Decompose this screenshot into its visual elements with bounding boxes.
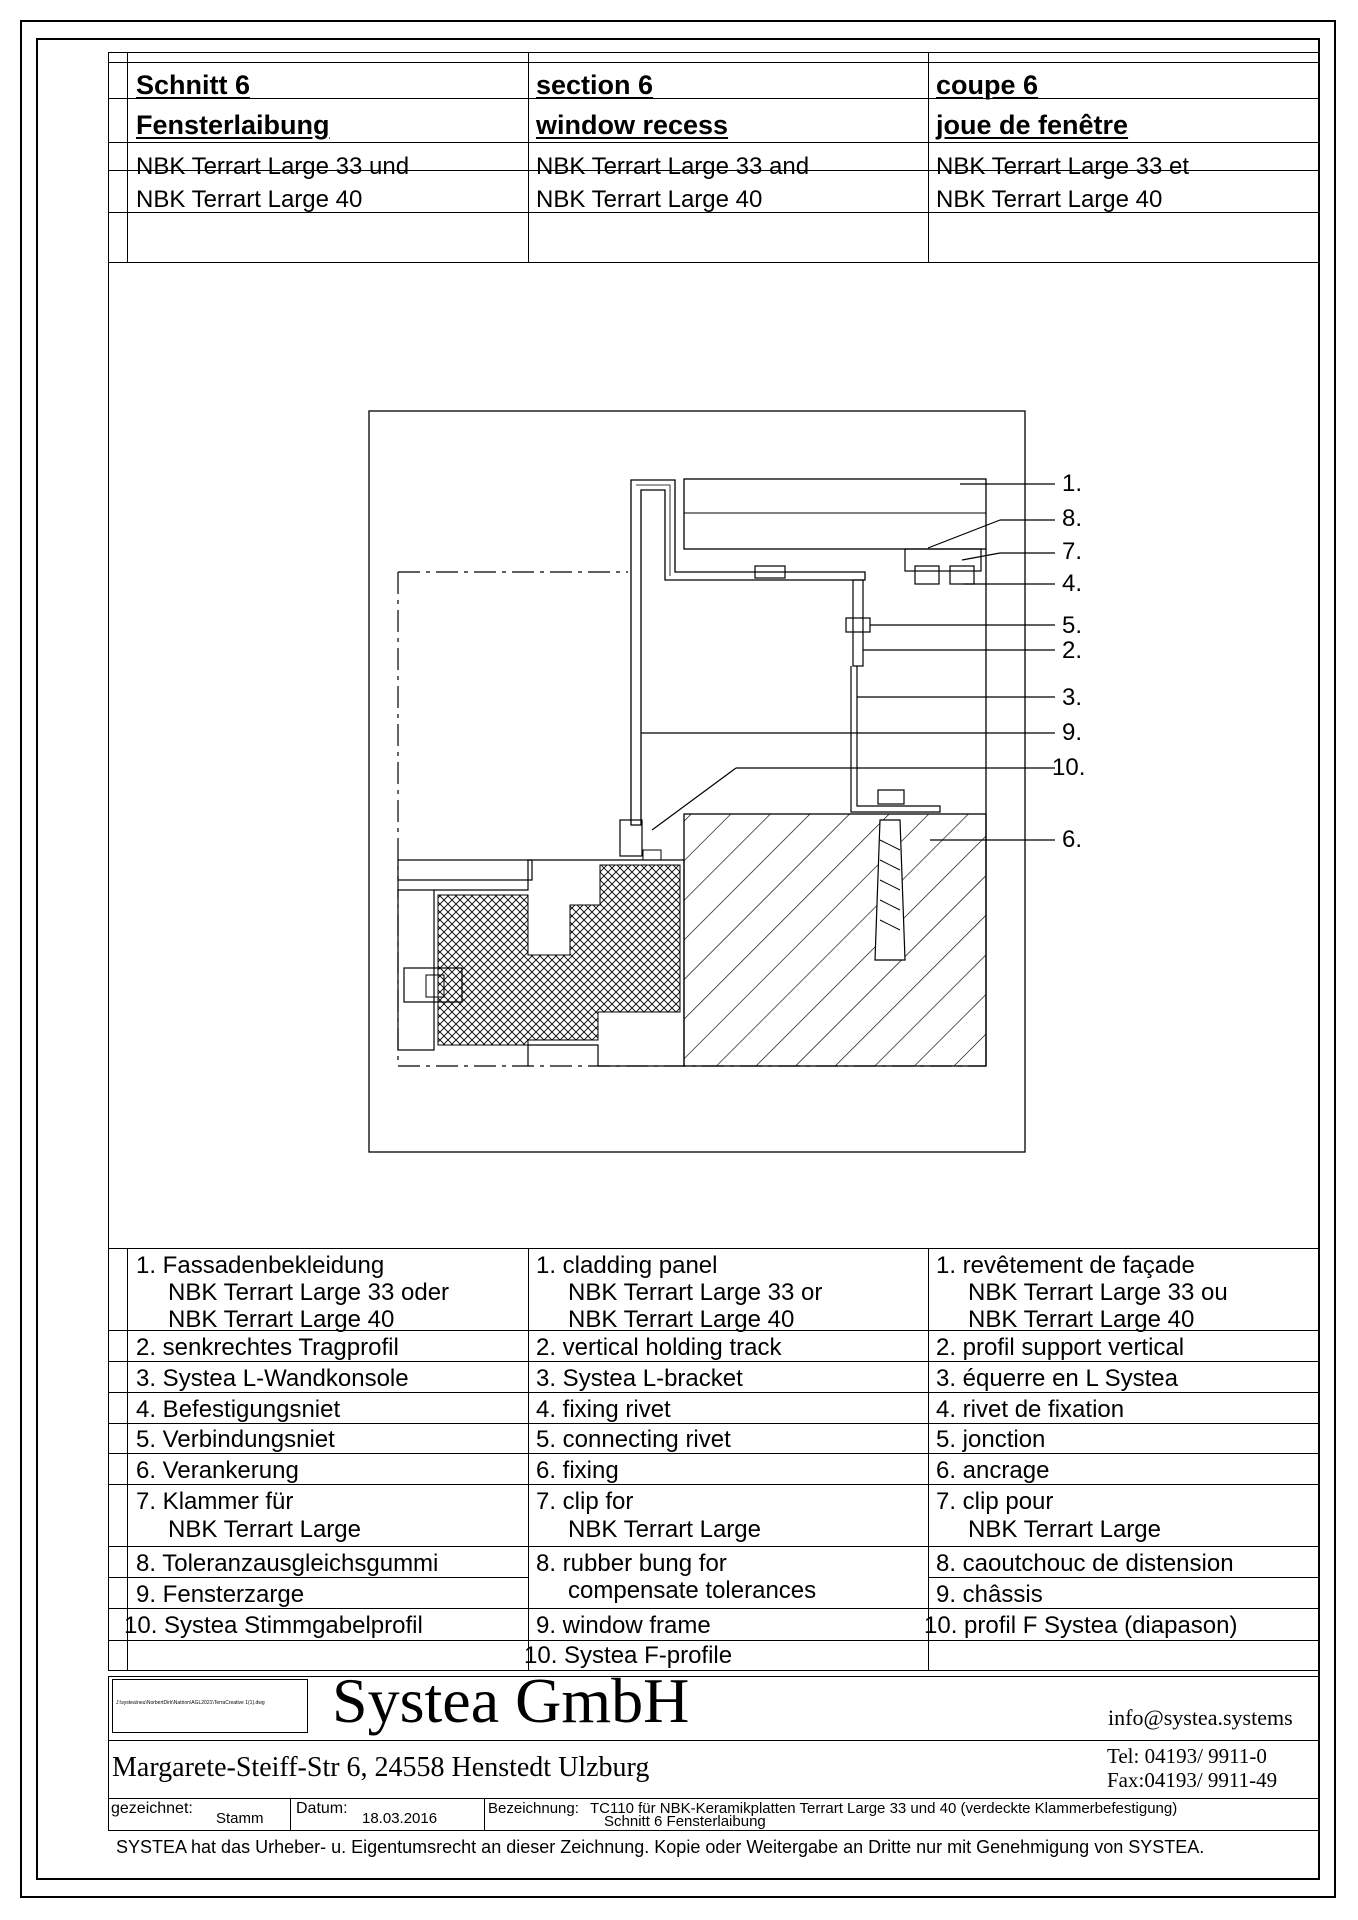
legend-fr-item: NBK Terrart Large <box>968 1516 1161 1543</box>
drawing-label: 2. <box>1062 637 1083 664</box>
drawing-label: 9. <box>1062 719 1083 746</box>
header-fr-line1: NBK Terrart Large 33 et <box>936 153 1190 180</box>
legend-de-item: 7. Klammer für <box>136 1488 294 1515</box>
legend-de-item: 4. Befestigungsniet <box>136 1396 341 1423</box>
header-de-section: Schnitt 6 <box>136 70 251 100</box>
legend-en-item: 4. fixing rivet <box>536 1396 671 1423</box>
legend-de-item: 5. Verbindungsniet <box>136 1426 335 1453</box>
inner-frame <box>36 38 1320 1880</box>
legend-fr-item: 7. clip pour <box>936 1488 1054 1515</box>
legend-en-item: 5. connecting rivet <box>536 1426 731 1453</box>
drawing-label: 3. <box>1062 684 1083 711</box>
legend-en-item: NBK Terrart Large 33 or <box>568 1279 823 1306</box>
legend-fr-item: NBK Terrart Large 33 ou <box>968 1279 1228 1306</box>
legend-de-item: 2. senkrechtes Tragprofil <box>136 1334 399 1361</box>
copyright-notice: SYSTEA hat das Urheber- u. Eigentumsrech… <box>116 1837 1205 1857</box>
header-de-line1: NBK Terrart Large 33 und <box>136 153 410 180</box>
header-de-title: Fensterlaibung <box>136 110 330 140</box>
legend-fr-item: NBK Terrart Large 40 <box>968 1306 1195 1333</box>
header-de-line2: NBK Terrart Large 40 <box>136 186 363 213</box>
company-tel: Tel: 04193/ 9911-0 <box>1107 1744 1267 1768</box>
date-label: Datum: <box>296 1800 348 1817</box>
left-margin-line <box>108 262 109 1422</box>
legend-en-item: 1. cladding panel <box>536 1252 718 1279</box>
legend-de-item: 1. Fassadenbekleidung <box>136 1252 385 1279</box>
legend-de-item: NBK Terrart Large 40 <box>168 1306 395 1333</box>
legend-fr-item: 9. châssis <box>936 1581 1043 1608</box>
drawing-label: 1. <box>1062 470 1083 497</box>
date-value: 18.03.2016 <box>362 1810 438 1827</box>
filepath-text: J:\systea\neu\NorbertDirk\Natrion\AGL202… <box>116 1700 265 1706</box>
legend-de-item: NBK Terrart Large 33 oder <box>168 1279 450 1306</box>
section-drawing <box>368 410 1055 1153</box>
legend-fr-item: 4. rivet de fixation <box>936 1396 1125 1423</box>
company-email: info@systea.systems <box>1108 1705 1293 1730</box>
legend-de-item: NBK Terrart Large <box>168 1516 361 1543</box>
header-en-section: section 6 <box>536 70 654 100</box>
drawing-label: 5. <box>1062 612 1083 639</box>
legend-de-item: 10. Systea Stimmgabelprofil <box>124 1612 423 1639</box>
header-en-line1: NBK Terrart Large 33 and <box>536 153 810 180</box>
header-fr-line2: NBK Terrart Large 40 <box>936 186 1163 213</box>
company-name: Systea GmbH <box>332 1665 690 1736</box>
legend-fr-item: 1. revêtement de façade <box>936 1252 1195 1279</box>
header-en-title: window recess <box>536 110 729 140</box>
legend-de-item: 9. Fensterzarge <box>136 1581 305 1608</box>
legend-en-item: compensate tolerances <box>568 1577 817 1604</box>
legend-de-item: 8. Toleranzausgleichsgummi <box>136 1550 439 1577</box>
legend-en-item: 7. clip for <box>536 1488 634 1515</box>
desc-label: Bezeichnung: <box>488 1800 579 1817</box>
desc-line1: TC110 für NBK-Keramikplatten Terrart Lar… <box>590 1800 1178 1817</box>
legend-de-item: 6. Verankerung <box>136 1457 299 1484</box>
legend-en-item: 6. fixing <box>536 1457 619 1484</box>
header-fr-title: joue de fenêtre <box>936 110 1129 140</box>
header-fr-section: coupe 6 <box>936 70 1039 100</box>
legend-fr-item: 8. caoutchouc de distension <box>936 1550 1234 1577</box>
drawn-value: Stamm <box>216 1810 264 1827</box>
drawing-label: 7. <box>1062 538 1083 565</box>
legend-en-item: 3. Systea L-bracket <box>536 1365 743 1392</box>
legend-en-item: 2. vertical holding track <box>536 1334 782 1361</box>
legend-fr-item: 2. profil support vertical <box>936 1334 1185 1361</box>
legend-en-item: 8. rubber bung for <box>536 1550 727 1577</box>
legend-en-item: 9. window frame <box>536 1612 711 1639</box>
legend-fr-item: 10. profil F Systea (diapason) <box>924 1612 1238 1639</box>
legend-en-item: NBK Terrart Large 40 <box>568 1306 795 1333</box>
drawing-label: 4. <box>1062 570 1083 597</box>
legend-fr-item: 6. ancrage <box>936 1457 1050 1484</box>
outer-frame <box>20 20 1336 1898</box>
company-address: Margarete-Steiff-Str 6, 24558 Henstedt U… <box>112 1752 650 1783</box>
legend-en-item: 10. Systea F-profile <box>524 1642 733 1669</box>
company-fax: Fax:04193/ 9911-49 <box>1107 1768 1278 1792</box>
drawing-label: 6. <box>1062 826 1083 853</box>
drawn-label: gezeichnet: <box>111 1800 193 1817</box>
legend-fr-item: 5. jonction <box>936 1426 1046 1453</box>
legend-fr-item: 3. équerre en L Systea <box>936 1365 1178 1392</box>
legend-de-item: 3. Systea L-Wandkonsole <box>136 1365 409 1392</box>
drawing-label: 10. <box>1052 754 1086 781</box>
drawing-label: 8. <box>1062 505 1083 532</box>
header-en-line2: NBK Terrart Large 40 <box>536 186 763 213</box>
filepath-box <box>112 1679 308 1733</box>
desc-line2: Schnitt 6 Fensterlaibung <box>604 1813 766 1830</box>
legend-en-item: NBK Terrart Large <box>568 1516 761 1543</box>
